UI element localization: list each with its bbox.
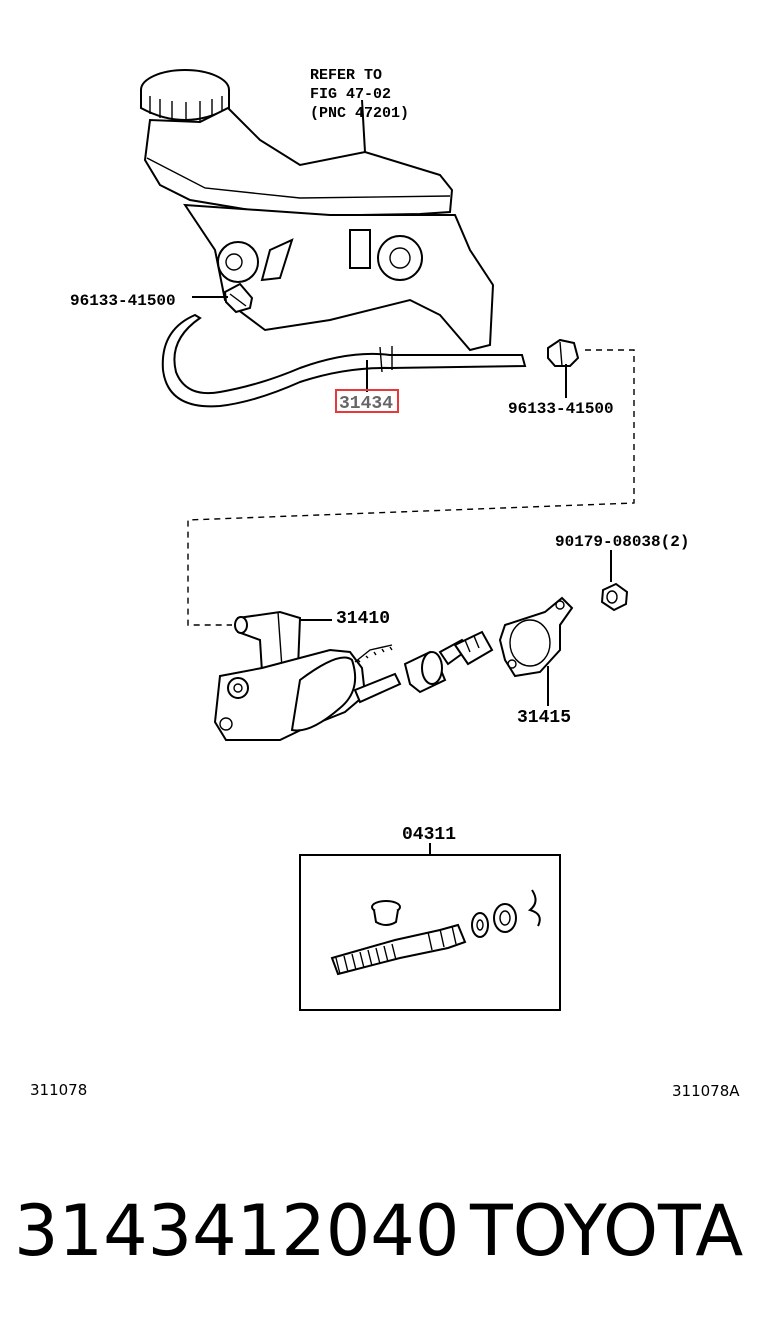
figure-code-right: 311078A	[672, 1082, 740, 1100]
refer-text-line2: FIG 47-02	[310, 86, 391, 103]
callout-nut[interactable]: 90179-08038(2)	[555, 533, 689, 551]
footer-brand: TOYOTA	[469, 1190, 743, 1272]
callout-master-cylinder[interactable]: 31410	[336, 609, 390, 629]
callout-gasket[interactable]: 31415	[517, 708, 571, 728]
callout-clip-left[interactable]: 96133-41500	[70, 292, 176, 310]
hose-highlight-box	[335, 389, 399, 413]
refer-text-line1: REFER TO	[310, 67, 382, 84]
figure-code-left: 311078	[30, 1081, 87, 1099]
callout-clip-right[interactable]: 96133-41500	[508, 400, 614, 418]
refer-text-line3: (PNC 47201)	[310, 105, 409, 122]
footer-part-number: 3143412040	[14, 1190, 459, 1272]
reservoir-drawing	[140, 69, 580, 408]
callout-hose[interactable]: 31434	[339, 394, 393, 414]
repair-kit-drawing	[299, 854, 561, 1011]
gasket-drawing	[498, 596, 574, 678]
nut-drawing	[600, 582, 629, 612]
dashed-route	[187, 349, 635, 626]
callout-repair-kit[interactable]: 04311	[402, 825, 456, 845]
master-cylinder-drawing	[213, 610, 494, 741]
